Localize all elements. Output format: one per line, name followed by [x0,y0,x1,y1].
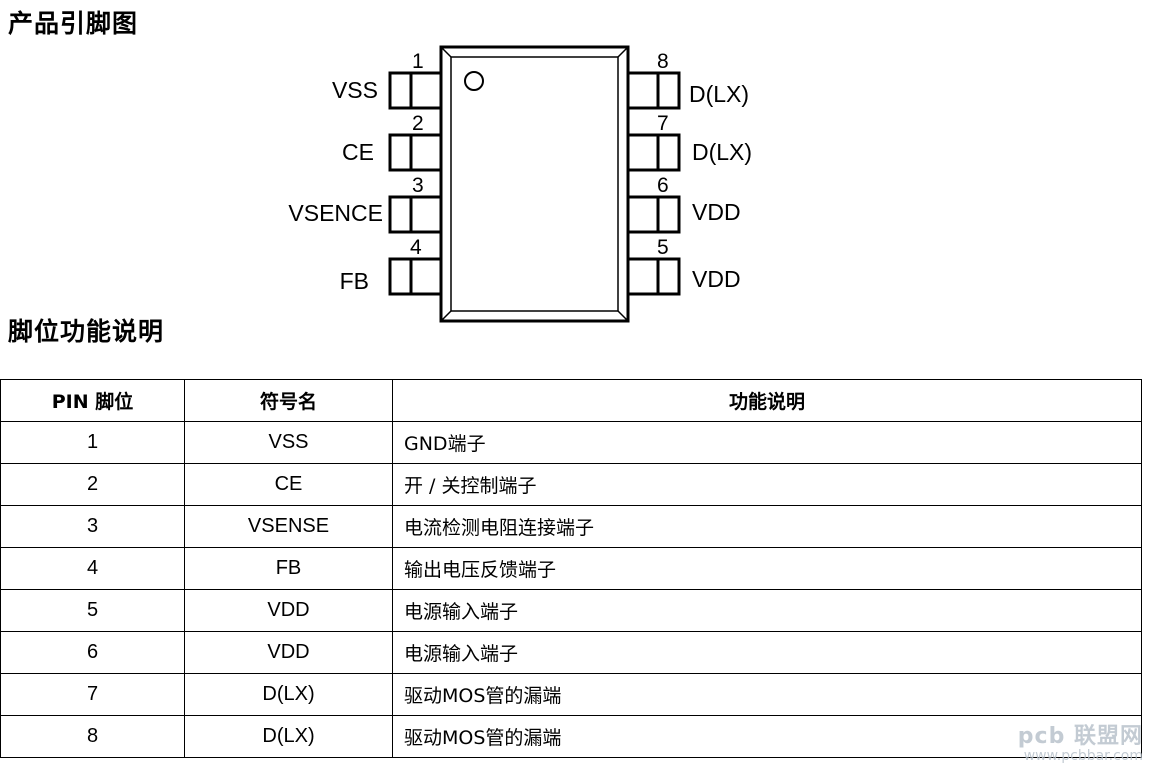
watermark: pcb 联盟网 www.pcbbar.com [1018,718,1143,764]
pin-number-5: 5 [657,236,669,259]
pin-label-3: VSENCE [288,200,383,226]
header-function: 功能说明 [392,379,1142,422]
cell-pin: 3 [0,505,185,548]
pin-label-4: FB [340,268,369,294]
table-row: 2 CE 开 / 关控制端子 [0,463,1142,506]
pin-label-2: CE [342,139,374,165]
cell-symbol: D(LX) [184,673,393,716]
cell-function: 电源输入端子 [392,631,1142,674]
left-pin-2 [388,133,443,172]
chip-body [439,45,630,323]
table-row: 1 VSS GND端子 [0,421,1142,464]
table-row: 3 VSENSE 电流检测电阻连接端子 [0,505,1142,548]
cell-pin: 7 [0,673,185,716]
pin-label-7: D(LX) [692,139,752,165]
function-heading: 脚位功能说明 [8,317,165,346]
header-symbol: 符号名 [184,379,393,422]
left-pin-1 [388,71,443,110]
pin-label-8: D(LX) [689,81,749,107]
cell-pin: 4 [0,547,185,590]
cell-symbol: VDD [184,589,393,632]
pin-number-2: 2 [412,112,424,135]
cell-function: 驱动MOS管的漏端 [392,715,1142,758]
header-pin: PIN 脚位 [0,379,185,422]
cell-pin: 1 [0,421,185,464]
cell-pin: 6 [0,631,185,674]
table-header-row: PIN 脚位 符号名 功能说明 [0,379,1142,422]
chip-outline-stroke [617,310,629,322]
cell-function: GND端子 [392,421,1142,464]
cell-pin: 5 [0,589,185,632]
right-pin-8 [626,71,681,110]
cell-function: 开 / 关控制端子 [392,463,1142,506]
cell-function: 驱动MOS管的漏端 [392,673,1142,716]
chip-inner-border [450,56,619,312]
pin-number-4: 4 [410,236,422,259]
cell-symbol: VSS [184,421,393,464]
pin-label-1: VSS [332,77,378,103]
left-pin-3 [388,195,443,234]
left-pin-4 [388,257,443,296]
pin-label-6: VDD [692,199,741,225]
right-pin-6 [626,195,681,234]
pin-function-table: PIN 脚位 符号名 功能说明 1 VSS GND端子 2 CE 开 / 关控制… [0,379,1142,758]
cell-pin: 8 [0,715,185,758]
chip-outline-stroke [440,46,452,58]
chip-outline-stroke [617,46,629,58]
pin-number-8: 8 [657,50,669,73]
pin1-marker-dot [464,71,484,91]
right-pin-5 [626,257,681,296]
pin-number-3: 3 [412,174,424,197]
table-row: 6 VDD 电源输入端子 [0,631,1142,674]
ic-pinout-diagram: 1 VSS 2 CE 3 VSENCE 4 FB 8 D(LX) 7 D(LX)… [288,45,752,323]
watermark-url: www.pcbbar.com [1023,748,1143,764]
cell-pin: 2 [0,463,185,506]
pin-number-1: 1 [412,50,424,73]
table-row: 4 FB 输出电压反馈端子 [0,547,1142,590]
cell-symbol: VDD [184,631,393,674]
table-row: 5 VDD 电源输入端子 [0,589,1142,632]
cell-symbol: D(LX) [184,715,393,758]
pin-number-6: 6 [657,174,669,197]
cell-function: 输出电压反馈端子 [392,547,1142,590]
chip-outline-stroke [440,310,452,322]
pin-number-7: 7 [657,112,669,135]
cell-function: 电流检测电阻连接端子 [392,505,1142,548]
watermark-logo: pcb 联盟网 [1017,724,1143,749]
cell-function: 电源输入端子 [392,589,1142,632]
cell-symbol: VSENSE [184,505,393,548]
table-row: 7 D(LX) 驱动MOS管的漏端 [0,673,1142,716]
cell-symbol: FB [184,547,393,590]
cell-symbol: CE [184,463,393,506]
table-row: 8 D(LX) 驱动MOS管的漏端 [0,715,1142,758]
right-pin-7 [626,133,681,172]
pinout-heading: 产品引脚图 [8,9,139,38]
pin-label-5: VDD [692,266,741,292]
